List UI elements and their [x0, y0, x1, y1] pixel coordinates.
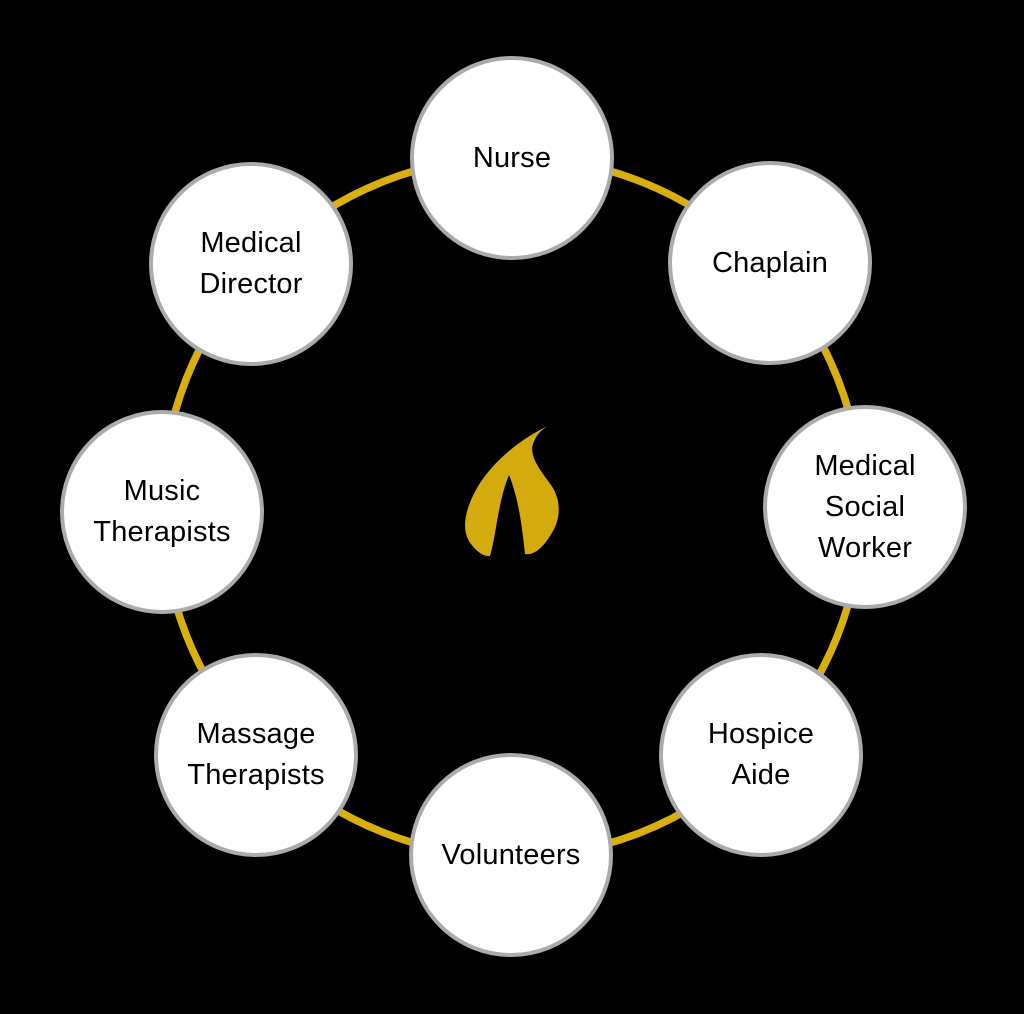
node-nurse: Nurse [410, 56, 614, 260]
node-chaplain: Chaplain [668, 161, 872, 365]
node-label: Nurse [472, 141, 552, 174]
flame-icon [465, 426, 559, 557]
node-label: Volunteers [441, 838, 581, 871]
node-volunteers: Volunteers [409, 753, 613, 957]
node-label: Chaplain [711, 246, 829, 279]
